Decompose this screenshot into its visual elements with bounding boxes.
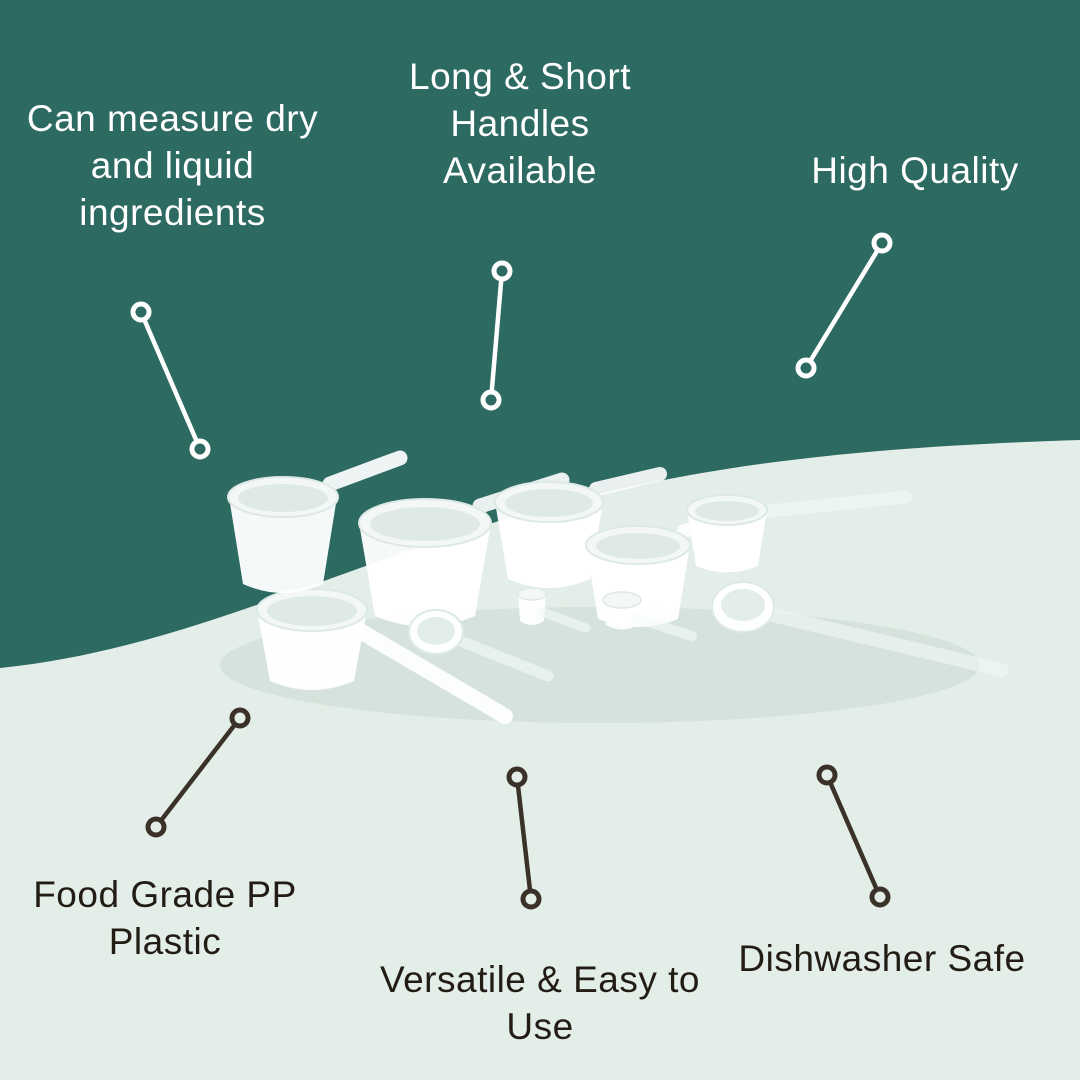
connector-line — [804, 241, 884, 370]
connector-line — [488, 270, 505, 401]
scoop-body — [359, 523, 491, 627]
spoon-long-handle — [761, 607, 1009, 677]
scoop-rim — [517, 587, 547, 601]
scoop-inner — [505, 489, 593, 517]
connector-high-quality — [795, 232, 893, 379]
connector-dot — [189, 438, 211, 460]
background-wave — [0, 440, 1080, 1080]
scoop-body — [257, 610, 367, 690]
connector-line — [154, 716, 242, 829]
connector-line — [824, 774, 883, 898]
connector-dot — [480, 389, 502, 411]
scoop-body — [687, 510, 767, 573]
connector-dot — [869, 886, 891, 908]
connector-line — [138, 311, 203, 450]
scoop-inner — [238, 484, 328, 512]
connector-measure-ingredients — [130, 301, 211, 460]
connector-dot — [229, 707, 251, 729]
scoop-inner — [370, 507, 480, 541]
connector-dot — [795, 357, 817, 379]
scoop-body — [495, 502, 603, 588]
connector-dot — [520, 888, 542, 910]
connector-dot — [491, 260, 513, 282]
connector-handles — [480, 260, 513, 411]
connector-dot — [145, 816, 167, 838]
scoop-body — [229, 497, 337, 593]
spoon-inner — [721, 589, 765, 621]
product-photo-measuring-scoops — [220, 450, 1009, 724]
scoop-inner — [695, 501, 759, 521]
connector-line — [514, 776, 534, 900]
connector-dot — [871, 232, 893, 254]
connector-dot — [506, 766, 528, 788]
scoop-inner — [267, 596, 357, 626]
scoop-rim — [602, 591, 642, 609]
scoop-body — [518, 594, 546, 625]
scoop-long-handle — [753, 490, 913, 519]
scoop-inner — [596, 533, 680, 559]
connector-dishwasher — [816, 764, 891, 908]
connector-versatile — [506, 766, 542, 910]
scoop-handle — [537, 607, 591, 633]
scoop-handle — [631, 613, 697, 641]
scoop-handle — [589, 467, 667, 496]
connector-food-grade — [145, 707, 251, 838]
spoon-inner — [417, 617, 455, 645]
scoop-handle — [322, 450, 408, 492]
connector-dot — [130, 301, 152, 323]
connector-dot — [816, 764, 838, 786]
spoon-handle — [452, 634, 554, 682]
scoop-handle — [347, 620, 513, 724]
